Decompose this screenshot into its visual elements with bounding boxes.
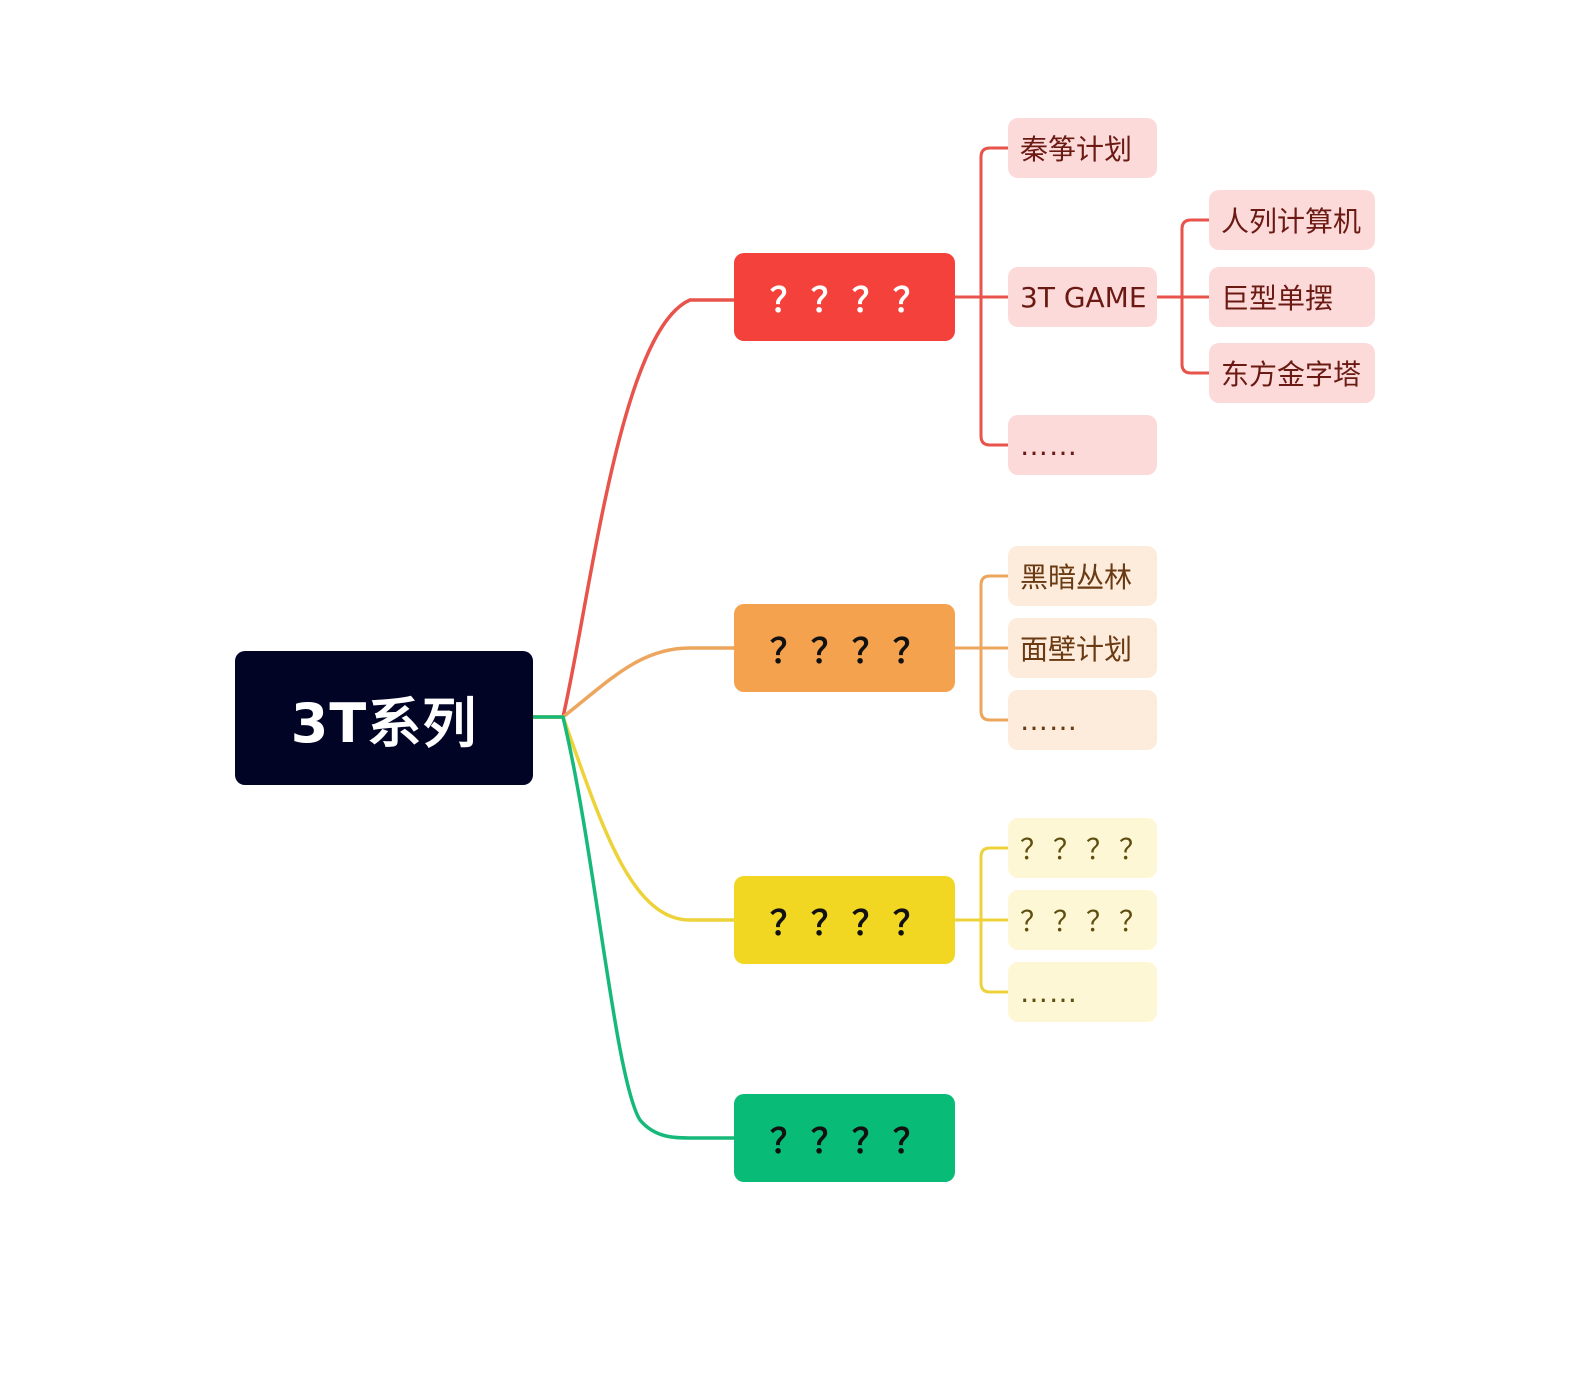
root-label: 3T系列 bbox=[290, 691, 478, 755]
branch-label: ？？？？ bbox=[770, 280, 934, 321]
leaf-node-qinzheng[interactable]: 秦筝计划 bbox=[1008, 118, 1157, 178]
branch-node-yellow[interactable]: ？？？？ bbox=[734, 876, 955, 964]
branch-node-red[interactable]: ？？？？ bbox=[734, 253, 955, 341]
branch-label: ？？？？ bbox=[770, 903, 934, 944]
leaf-label: 人列计算机 bbox=[1221, 205, 1362, 238]
leaf-node-3t-game[interactable]: 3T GAME bbox=[1008, 267, 1157, 327]
leaf-node-giant-pendulum[interactable]: 巨型单摆 bbox=[1209, 267, 1375, 327]
leaf-node-yellow-unknown-2[interactable]: ？？？？ bbox=[1008, 890, 1157, 950]
leaf-label: ？？？？ bbox=[1020, 905, 1153, 938]
connector-root-to-orange bbox=[533, 646, 734, 719]
leaf-label: ？？？？ bbox=[1020, 833, 1153, 866]
leaf-label: 秦筝计划 bbox=[1020, 133, 1133, 166]
connector-3tgame-bracket bbox=[1180, 218, 1209, 375]
leaf-label: 巨型单摆 bbox=[1221, 282, 1334, 315]
leaf-node-yellow-unknown-1[interactable]: ？？？？ bbox=[1008, 818, 1157, 878]
leaf-label: …… bbox=[1020, 975, 1078, 1009]
root-node[interactable]: 3T系列 bbox=[235, 651, 533, 785]
connector-root-to-green bbox=[533, 715, 734, 1140]
leaf-label: …… bbox=[1020, 703, 1078, 737]
connector-yellow-bracket bbox=[979, 846, 1008, 994]
leaf-node-eastern-pyramid[interactable]: 东方金字塔 bbox=[1209, 343, 1375, 403]
connector-root-to-yellow bbox=[533, 715, 734, 922]
branch-label: ？？？？ bbox=[770, 1121, 934, 1162]
leaf-node-orange-ellipsis[interactable]: …… bbox=[1008, 690, 1157, 750]
leaf-node-yellow-ellipsis[interactable]: …… bbox=[1008, 962, 1157, 1022]
leaf-label: 黑暗丛林 bbox=[1020, 561, 1133, 594]
connector-orange-bracket bbox=[979, 574, 1008, 722]
branch-label: ？？？？ bbox=[770, 631, 934, 672]
leaf-node-red-ellipsis[interactable]: …… bbox=[1008, 415, 1157, 475]
connector-root-to-red bbox=[533, 298, 734, 719]
leaf-label: 东方金字塔 bbox=[1221, 358, 1362, 391]
branch-node-orange[interactable]: ？？？？ bbox=[734, 604, 955, 692]
leaf-node-dark-forest[interactable]: 黑暗丛林 bbox=[1008, 546, 1157, 606]
branch-node-green[interactable]: ？？？？ bbox=[734, 1094, 955, 1182]
leaf-label: …… bbox=[1020, 428, 1078, 462]
leaf-label: 面壁计划 bbox=[1020, 633, 1133, 666]
leaf-node-human-computer[interactable]: 人列计算机 bbox=[1209, 190, 1375, 250]
leaf-node-wallfacer[interactable]: 面壁计划 bbox=[1008, 618, 1157, 678]
leaf-label: 3T GAME bbox=[1020, 280, 1147, 314]
